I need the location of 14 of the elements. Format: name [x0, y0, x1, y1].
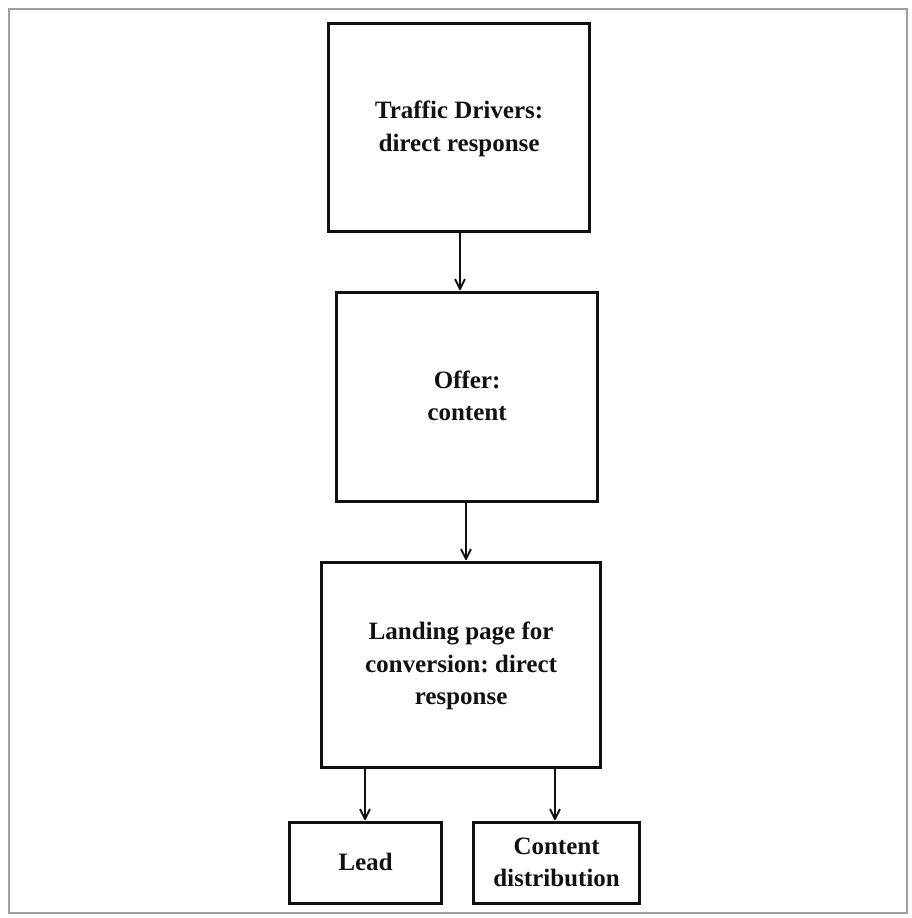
- arrow: [454, 233, 466, 290]
- process-box: [327, 22, 591, 233]
- process-box: [288, 821, 443, 905]
- arrow: [549, 769, 561, 820]
- box-label: Content distribution: [492, 832, 621, 894]
- box-label: Lead: [338, 848, 393, 878]
- process-box: [320, 561, 602, 769]
- arrow: [460, 503, 472, 560]
- arrow: [359, 769, 371, 820]
- process-box: [335, 291, 599, 503]
- process-box: [472, 821, 641, 905]
- box-label: Offer: content: [426, 366, 508, 428]
- box-label: Traffic Drivers: direct response: [374, 96, 544, 158]
- box-label: Landing page for conversion: direct response: [364, 617, 558, 712]
